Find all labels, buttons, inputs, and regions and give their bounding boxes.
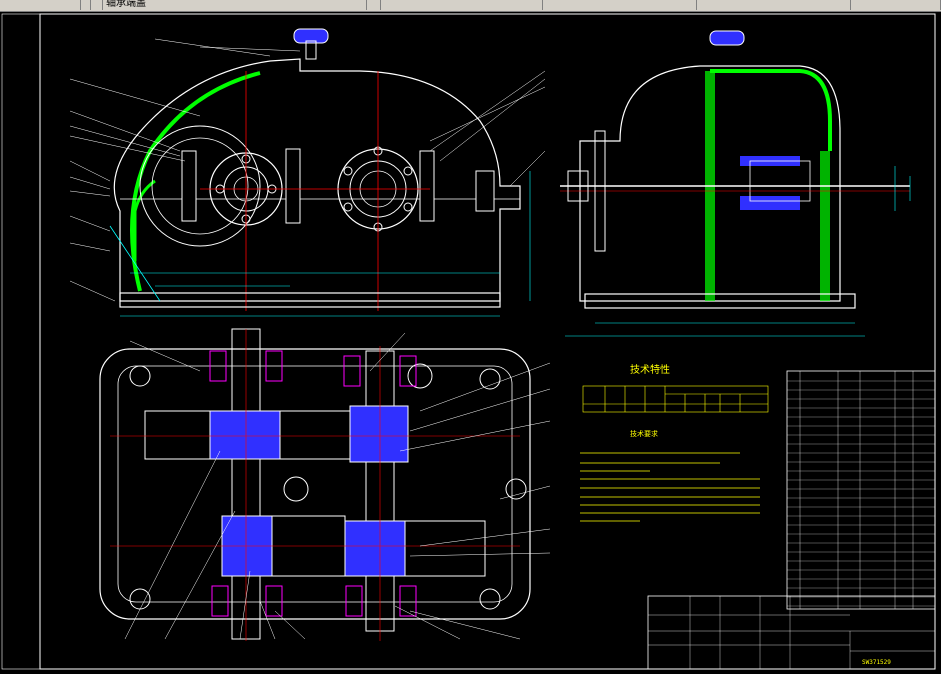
toolbar-dropdown[interactable]: [392, 0, 543, 10]
toolbar-icon[interactable]: [80, 0, 91, 10]
sheet-border: [39, 13, 936, 670]
side-view: [560, 30, 911, 337]
toolbar-label: 轴承端盖: [106, 0, 146, 9]
tech-char-title: 技术特性: [630, 363, 670, 376]
toolbar-dropdown[interactable]: [858, 0, 941, 10]
technical-characteristics: 技术特性 技术要求: [580, 363, 769, 522]
title-block: SW371529: [647, 595, 936, 670]
tech-req-title: 技术要求: [630, 429, 658, 438]
drawing-number: SW371529: [862, 659, 891, 666]
binding-margin: [1, 13, 41, 670]
toolbar-icon[interactable]: [92, 0, 103, 10]
gearbox-assembly-drawing: 技术特性 技术要求: [1, 13, 936, 670]
toolbar-slot[interactable]: [0, 0, 81, 10]
toolbar-icon[interactable]: [370, 0, 381, 10]
toolbar-dropdown[interactable]: [546, 0, 697, 10]
toolbar-icon[interactable]: [356, 0, 367, 10]
plan-view: [99, 328, 551, 641]
front-view: [69, 28, 546, 317]
toolbar-dropdown[interactable]: [700, 0, 851, 10]
parts-list: [786, 370, 936, 610]
